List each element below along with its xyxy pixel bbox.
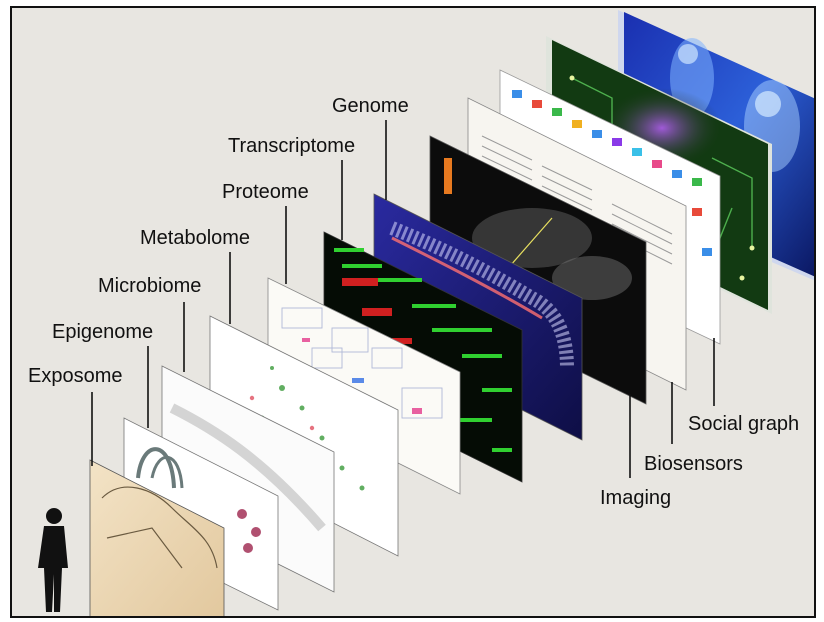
label-social-graph: Social graph — [688, 413, 799, 435]
label-imaging: Imaging — [600, 487, 671, 509]
layer-stack-diagram: Exposome Epigenome Microbiome Metabolome… — [28, 10, 814, 616]
exposome-panel — [89, 459, 225, 616]
label-genome: Genome — [332, 95, 409, 117]
label-transcriptome: Transcriptome — [228, 135, 355, 157]
label-exposome: Exposome — [28, 365, 123, 387]
imaging-panel — [429, 135, 647, 405]
label-leaders — [91, 120, 715, 478]
epigenome-panel — [123, 417, 279, 611]
diagram-frame: Exposome Epigenome Microbiome Metabolome… — [10, 6, 816, 618]
label-microbiome: Microbiome — [98, 275, 201, 297]
human-silhouette-icon — [38, 508, 68, 612]
label-metabolome: Metabolome — [140, 227, 250, 249]
layer-labels: Exposome Epigenome Microbiome Metabolome… — [28, 95, 799, 509]
label-biosensors: Biosensors — [644, 453, 743, 475]
label-proteome: Proteome — [222, 181, 309, 203]
label-epigenome: Epigenome — [52, 321, 153, 343]
